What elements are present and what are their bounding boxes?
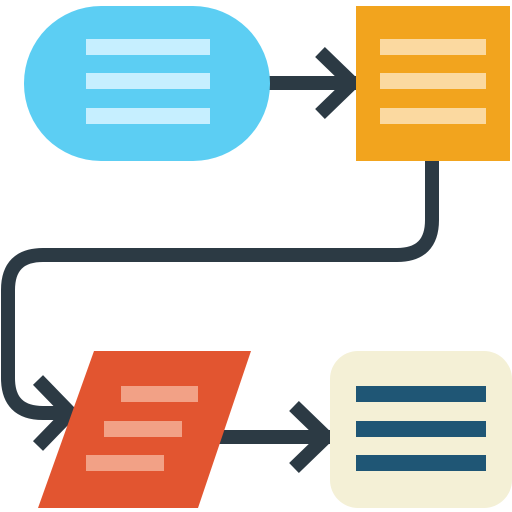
process-node <box>356 6 510 161</box>
arrowhead-icon <box>32 375 80 451</box>
document-node <box>330 351 512 508</box>
text-line-icon <box>356 455 486 471</box>
connector-start-to-process <box>268 46 363 120</box>
text-line-icon <box>104 421 182 437</box>
text-line-icon <box>380 108 486 124</box>
data-node <box>38 351 251 508</box>
connector-input-to-output <box>216 400 337 474</box>
arrowhead-icon <box>315 46 363 120</box>
text-line-icon <box>356 386 486 402</box>
text-line-icon <box>121 386 198 402</box>
arrowhead-icon <box>289 400 337 474</box>
text-line-icon <box>380 39 486 55</box>
text-line-icon <box>356 421 486 437</box>
text-line-icon <box>86 73 210 89</box>
text-line-icon <box>86 39 210 55</box>
connector-process-to-input <box>1 160 439 451</box>
text-line-icon <box>380 73 486 89</box>
text-line-icon <box>86 108 210 124</box>
text-line-icon <box>86 455 164 471</box>
terminator-node <box>24 6 270 161</box>
connector-line <box>1 160 439 420</box>
